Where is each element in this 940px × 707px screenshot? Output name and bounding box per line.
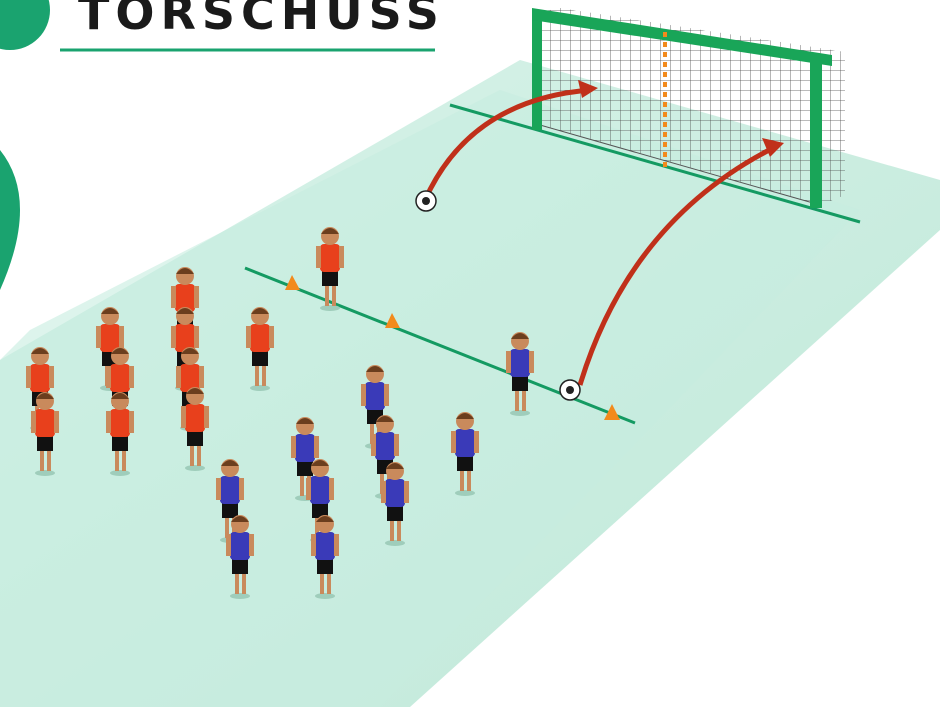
ball-icon	[560, 380, 580, 400]
side-arc-icon	[0, 150, 20, 290]
badge-circle-icon	[0, 0, 50, 50]
ball-icon	[416, 191, 436, 211]
